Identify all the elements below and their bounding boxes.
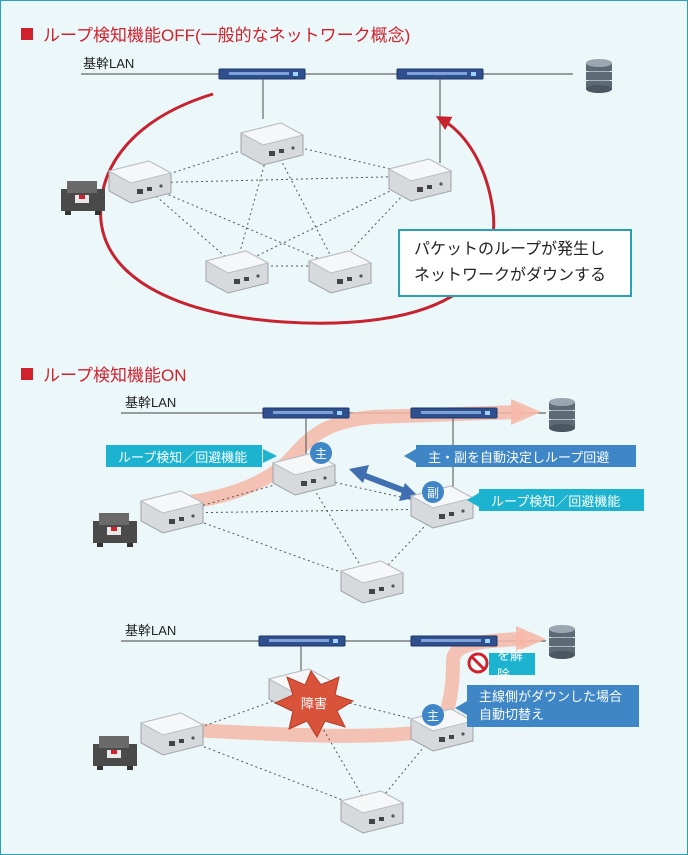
diagram-loop-off [61,58,613,325]
fault-label: 障害 [301,696,327,712]
printer-icon [93,736,137,770]
printer-icon [61,181,105,215]
primary-badge-icon [422,704,444,726]
secondary-badge-label: 副 [427,486,439,500]
tag-auto-switch: 主線側がダウンした場合 自動切替え [467,685,639,727]
callout-line: パケットのループが発生し [414,241,606,258]
flow-arrow-icon [516,626,546,652]
access-point-icon [140,712,204,756]
section-title-loop-on: ループ検知機能ON [21,361,186,386]
primary-badge-icon [310,442,332,464]
section-title-text: ループ検知機能ON [43,366,187,385]
access-point-icon [340,560,404,604]
server-icon [548,397,576,433]
tag-line: 自動切替え [479,707,545,722]
printer-icon [93,513,137,547]
title-square-icon [21,367,33,380]
switch-icon [410,407,498,419]
tag-loop-detect-right: ループ検知／回避機能 [479,489,644,511]
server-icon [585,58,613,94]
primary-badge-label: 主 [427,709,439,723]
fault-burst-icon [273,669,355,739]
flow-arrow-icon [511,399,541,425]
secondary-badge-icon [422,481,444,503]
tag-pointer [263,449,277,463]
access-point-icon [340,790,404,834]
switch-icon [396,68,484,80]
backbone-label: 基幹LAN [125,623,177,638]
switch-icon [258,635,346,647]
tag-release: を解除 [489,648,535,682]
prohibited-icon [467,652,489,674]
tag-pointer [455,701,467,715]
diagram-loop-on: 主 副 [93,397,576,604]
access-point-icon [108,160,172,204]
tag-loop-detect-left: ループ検知／回避機能 [106,445,262,467]
callout-line: ネットワークがダウンする [414,267,607,284]
switch-icon [218,68,306,80]
section-title-text: ループ検知機能OFF(一般的なネットワーク概念) [43,26,411,45]
loop-callout: パケットのループが発生し ネットワークがダウンする [398,229,632,297]
tag-auto-decide: 主・副を自動決定しループ回避 [416,445,636,467]
access-point-icon [240,122,304,166]
switch-icon [262,407,350,419]
server-icon [548,624,576,660]
access-point-icon [388,158,452,202]
access-point-icon [308,250,372,294]
switch-icon [410,635,498,647]
backbone-label: 基幹LAN [83,56,135,71]
tag-pointer [467,493,479,507]
title-square-icon [21,27,33,40]
traffic-flow [164,405,523,511]
primary-badge-label: 主 [315,447,327,461]
tag-pointer [404,449,416,463]
diagram-failover: 障害 主 [93,624,576,834]
loop-arrow-icon [99,92,496,325]
section-title-loop-off: ループ検知機能OFF(一般的なネットワーク概念) [21,21,410,46]
access-point-icon [205,250,269,294]
double-arrow-icon [349,465,419,501]
backbone-label: 基幹LAN [125,395,177,410]
tag-line: 主線側がダウンした場合 [479,689,623,704]
